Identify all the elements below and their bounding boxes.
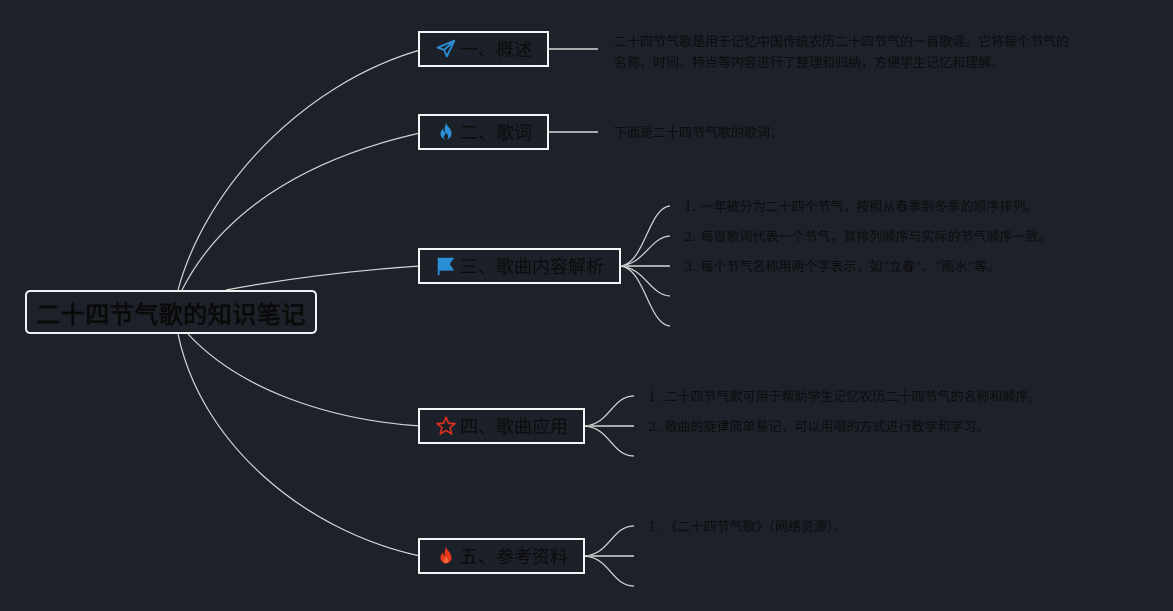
connector-root-topic-3 xyxy=(225,265,421,291)
flag-icon xyxy=(435,255,457,277)
connector-root-topic-5 xyxy=(177,333,421,557)
topic-node-references[interactable]: 五、参考资料 xyxy=(418,538,585,574)
topic-4-item-1: 1. 二十四节气歌可用于帮助学生记忆农历二十四节气的名称和顺序。 xyxy=(648,390,1042,405)
connector-topic-3-item-5 xyxy=(619,265,671,327)
topic-2-note: 下面是二十四节气歌的歌词： xyxy=(614,123,783,144)
paper-plane-icon xyxy=(435,38,457,60)
topic-3-item-2: 2. 每首歌词代表一个节气，其排列顺序与实际的节气顺序一致。 xyxy=(684,230,1052,245)
topic-node-application[interactable]: 四、歌曲应用 xyxy=(418,408,585,444)
topic-5-item-1: 1. 《二十四节气歌》（网络资源）。 xyxy=(648,520,847,535)
connector-root-topic-2 xyxy=(181,132,421,291)
topic-label: 四、歌曲应用 xyxy=(460,417,568,438)
topic-label: 二、歌词 xyxy=(460,123,532,144)
topic-3-item-3: 3. 每个节气名称用两个字表示，如“立春”、“雨水”等。 xyxy=(684,260,1001,275)
connector-topic-5-item-3 xyxy=(584,555,635,587)
topic-1-note: 二十四节气歌是用于记忆中国传统农历二十四节气的一首歌谣。它将每个节气的 名称、时… xyxy=(614,32,1069,74)
topic-3-item-1: 1. 一年被分为二十四个节气，按照从春季到冬季的顺序排列。 xyxy=(684,200,1039,215)
note-line: 二十四节气歌是用于记忆中国传统农历二十四节气的一首歌谣。它将每个节气的 xyxy=(614,35,1070,50)
note-line: 名称、时间、特点等内容进行了整理和归纳，方便学生记忆和理解。 xyxy=(614,56,1005,71)
connector-topic-4-item-3 xyxy=(584,425,635,457)
flame-icon xyxy=(435,121,457,143)
topic-4-item-2: 2. 歌曲的旋律简单易记，可以用唱的方式进行教学和学习。 xyxy=(648,420,990,435)
connector-topic-3-item-1 xyxy=(619,205,671,267)
topic-node-lyrics[interactable]: 二、歌词 xyxy=(418,114,549,150)
connector-root-topic-1 xyxy=(177,49,421,291)
connector-topic-3-item-2 xyxy=(619,235,671,267)
connector-root-topic-4 xyxy=(187,333,421,427)
flame-icon xyxy=(435,545,457,567)
topic-node-analysis[interactable]: 三、歌曲内容解析 xyxy=(418,248,621,284)
star-icon xyxy=(435,415,457,437)
root-title: 二十四节气歌的知识笔记 xyxy=(36,300,306,329)
connector-topic-3-item-4 xyxy=(619,265,671,297)
topic-label: 一、概述 xyxy=(460,40,532,61)
topic-node-overview[interactable]: 一、概述 xyxy=(418,31,549,67)
topic-label: 五、参考资料 xyxy=(460,547,568,568)
connector-topic-5-item-1 xyxy=(584,525,635,557)
root-node[interactable]: 二十四节气歌的知识笔记 xyxy=(25,290,317,334)
connector-topic-4-item-1 xyxy=(584,395,635,427)
note-line: 下面是二十四节气歌的歌词： xyxy=(614,126,784,141)
topic-label: 三、歌曲内容解析 xyxy=(460,257,604,278)
